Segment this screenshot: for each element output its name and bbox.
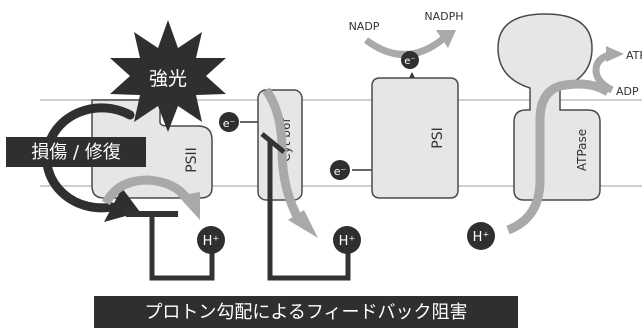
caption-box <box>94 296 518 328</box>
damage-repair-label: 損傷 / 修復 <box>31 142 121 163</box>
atp-synthesis-arrow <box>592 46 624 94</box>
feedback-inhibition-bar-cyt <box>260 132 286 154</box>
psi-label: PSI <box>430 127 446 148</box>
electron-psii-label: e⁻ <box>223 117 236 130</box>
proton-circle-2 <box>333 226 361 254</box>
proton-pump-arrow-psii <box>102 175 200 220</box>
electron-nadp-circle <box>401 51 419 69</box>
nadp-reduction-arrow <box>363 30 456 58</box>
psii-label: PSII <box>184 147 200 173</box>
electron-cyt-circle <box>330 160 350 180</box>
psii-complex: PSII <box>91 99 213 199</box>
adp-label: ADP <box>616 85 639 98</box>
proton-circle-3 <box>467 222 495 250</box>
feedback-line-cyt <box>267 140 351 281</box>
atp-label: ATP <box>626 49 642 62</box>
proton-label-1: H⁺ <box>203 234 220 249</box>
proton-label-2: H⁺ <box>339 234 356 249</box>
electron-cyt-label: e⁻ <box>334 165 347 178</box>
strong-light-starburst <box>110 20 226 132</box>
proton-circle-1 <box>197 226 225 254</box>
atpase-label: ATPase <box>575 129 589 171</box>
proton-label-3: H⁺ <box>473 230 490 245</box>
atpase-complex: ATPase <box>497 13 601 201</box>
caption-label: プロトン勾配によるフィードバック阻害 <box>144 302 467 323</box>
strong-light-label: 強光 <box>149 68 187 90</box>
psi-complex: PSI <box>371 77 459 199</box>
nadph-label: NADPH <box>424 10 463 23</box>
electron-psii-circle <box>219 112 239 132</box>
damage-repair-box <box>6 137 146 167</box>
electron-nadp-label: e⁻ <box>404 56 415 67</box>
feedback-line-psii <box>149 214 215 281</box>
proton-arrow-atpase <box>506 79 611 235</box>
nadp-label: NADP <box>349 20 380 33</box>
